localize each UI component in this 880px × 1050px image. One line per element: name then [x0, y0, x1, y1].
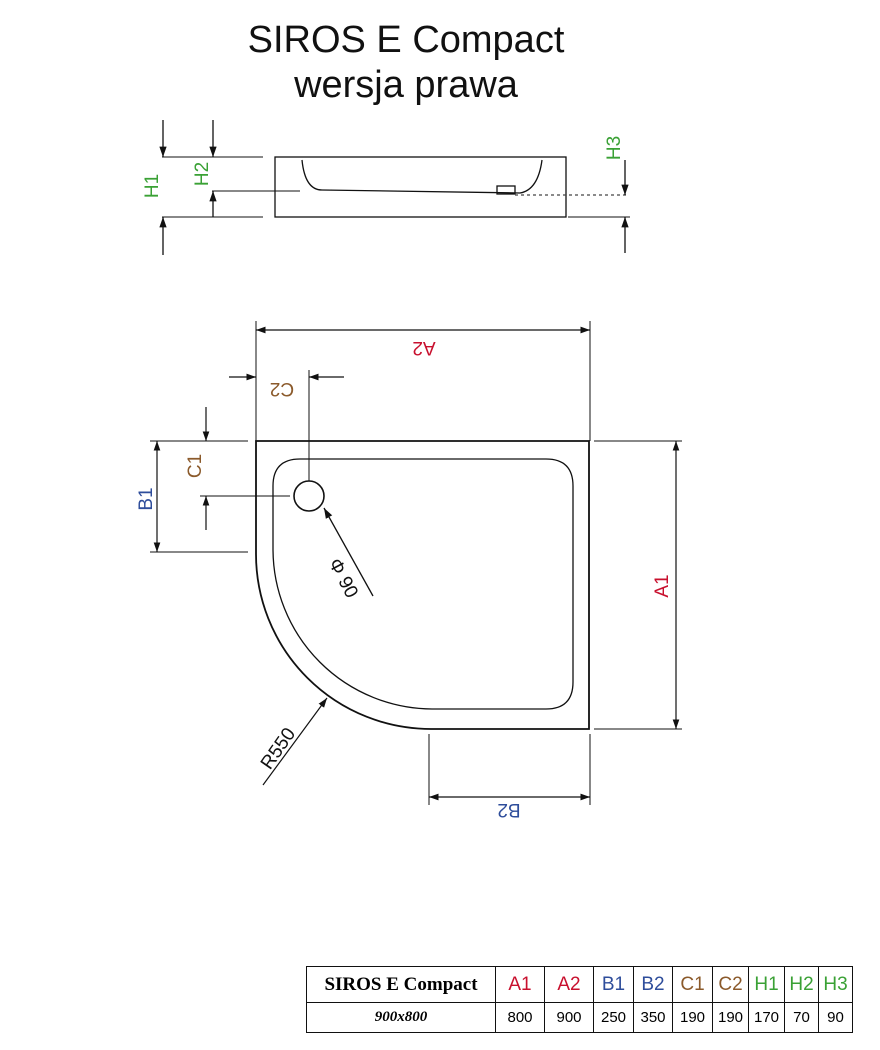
- table-model-name: SIROS E Compact: [306, 966, 496, 1003]
- diagram-title: SIROS E Compact wersja prawa: [0, 18, 812, 108]
- table-header-cell: A1: [495, 966, 545, 1003]
- top-view: [150, 321, 682, 805]
- dimensions-table: SIROS E Compact A1 A2 B1 B2 C1 C2 H1 H2 …: [306, 966, 853, 1033]
- label-b1: B1: [136, 487, 157, 510]
- table-value-cell: 800: [495, 1002, 545, 1033]
- table-value-cell: 190: [672, 1002, 713, 1033]
- tray-inner-profile: [301, 159, 543, 194]
- label-b2: B2: [497, 799, 520, 820]
- table-header-cell: B2: [633, 966, 673, 1003]
- label-h2: H2: [192, 162, 213, 186]
- table-value-cell: 350: [633, 1002, 673, 1033]
- title-line-version: wersja prawa: [294, 64, 518, 106]
- table-value-cell: 250: [593, 1002, 634, 1033]
- table-header-cell: A2: [544, 966, 594, 1003]
- drain-hole: [293, 480, 325, 512]
- table-value-cell: 190: [712, 1002, 749, 1033]
- table-value-cell: 70: [784, 1002, 819, 1033]
- side-view: [159, 120, 630, 255]
- radius-leader: [262, 697, 328, 786]
- table-header-cell: B1: [593, 966, 634, 1003]
- tray-side-outline: [274, 156, 567, 218]
- label-radius: R550: [257, 724, 300, 773]
- tray-basin: [272, 458, 574, 710]
- drain-diameter-leader: [323, 507, 374, 597]
- label-a2: A2: [412, 337, 435, 358]
- label-h1: H1: [142, 174, 163, 198]
- table-row: 900x800 800 900 250 350 190 190 170 70 9…: [306, 1002, 853, 1033]
- table-value-cell: 170: [748, 1002, 785, 1033]
- label-c2: C2: [270, 378, 294, 399]
- table-header-cell: H1: [748, 966, 785, 1003]
- label-h3: H3: [604, 136, 625, 160]
- tray-outline: [255, 440, 590, 730]
- table-header-cell: C2: [712, 966, 749, 1003]
- table-size-cell: 900x800: [306, 1002, 496, 1033]
- table-value-cell: 90: [818, 1002, 853, 1033]
- table-header-cell: C1: [672, 966, 713, 1003]
- table-header-cell: H2: [784, 966, 819, 1003]
- table-value-cell: 900: [544, 1002, 594, 1033]
- label-drain-diameter: Φ 90: [324, 555, 362, 602]
- table-header-cell: H3: [818, 966, 853, 1003]
- label-c1: C1: [185, 454, 206, 478]
- title-line-model: SIROS E Compact: [247, 19, 565, 61]
- drain-outlet: [496, 185, 516, 195]
- label-a1: A1: [652, 574, 673, 597]
- table-header-row: SIROS E Compact A1 A2 B1 B2 C1 C2 H1 H2 …: [306, 966, 853, 1003]
